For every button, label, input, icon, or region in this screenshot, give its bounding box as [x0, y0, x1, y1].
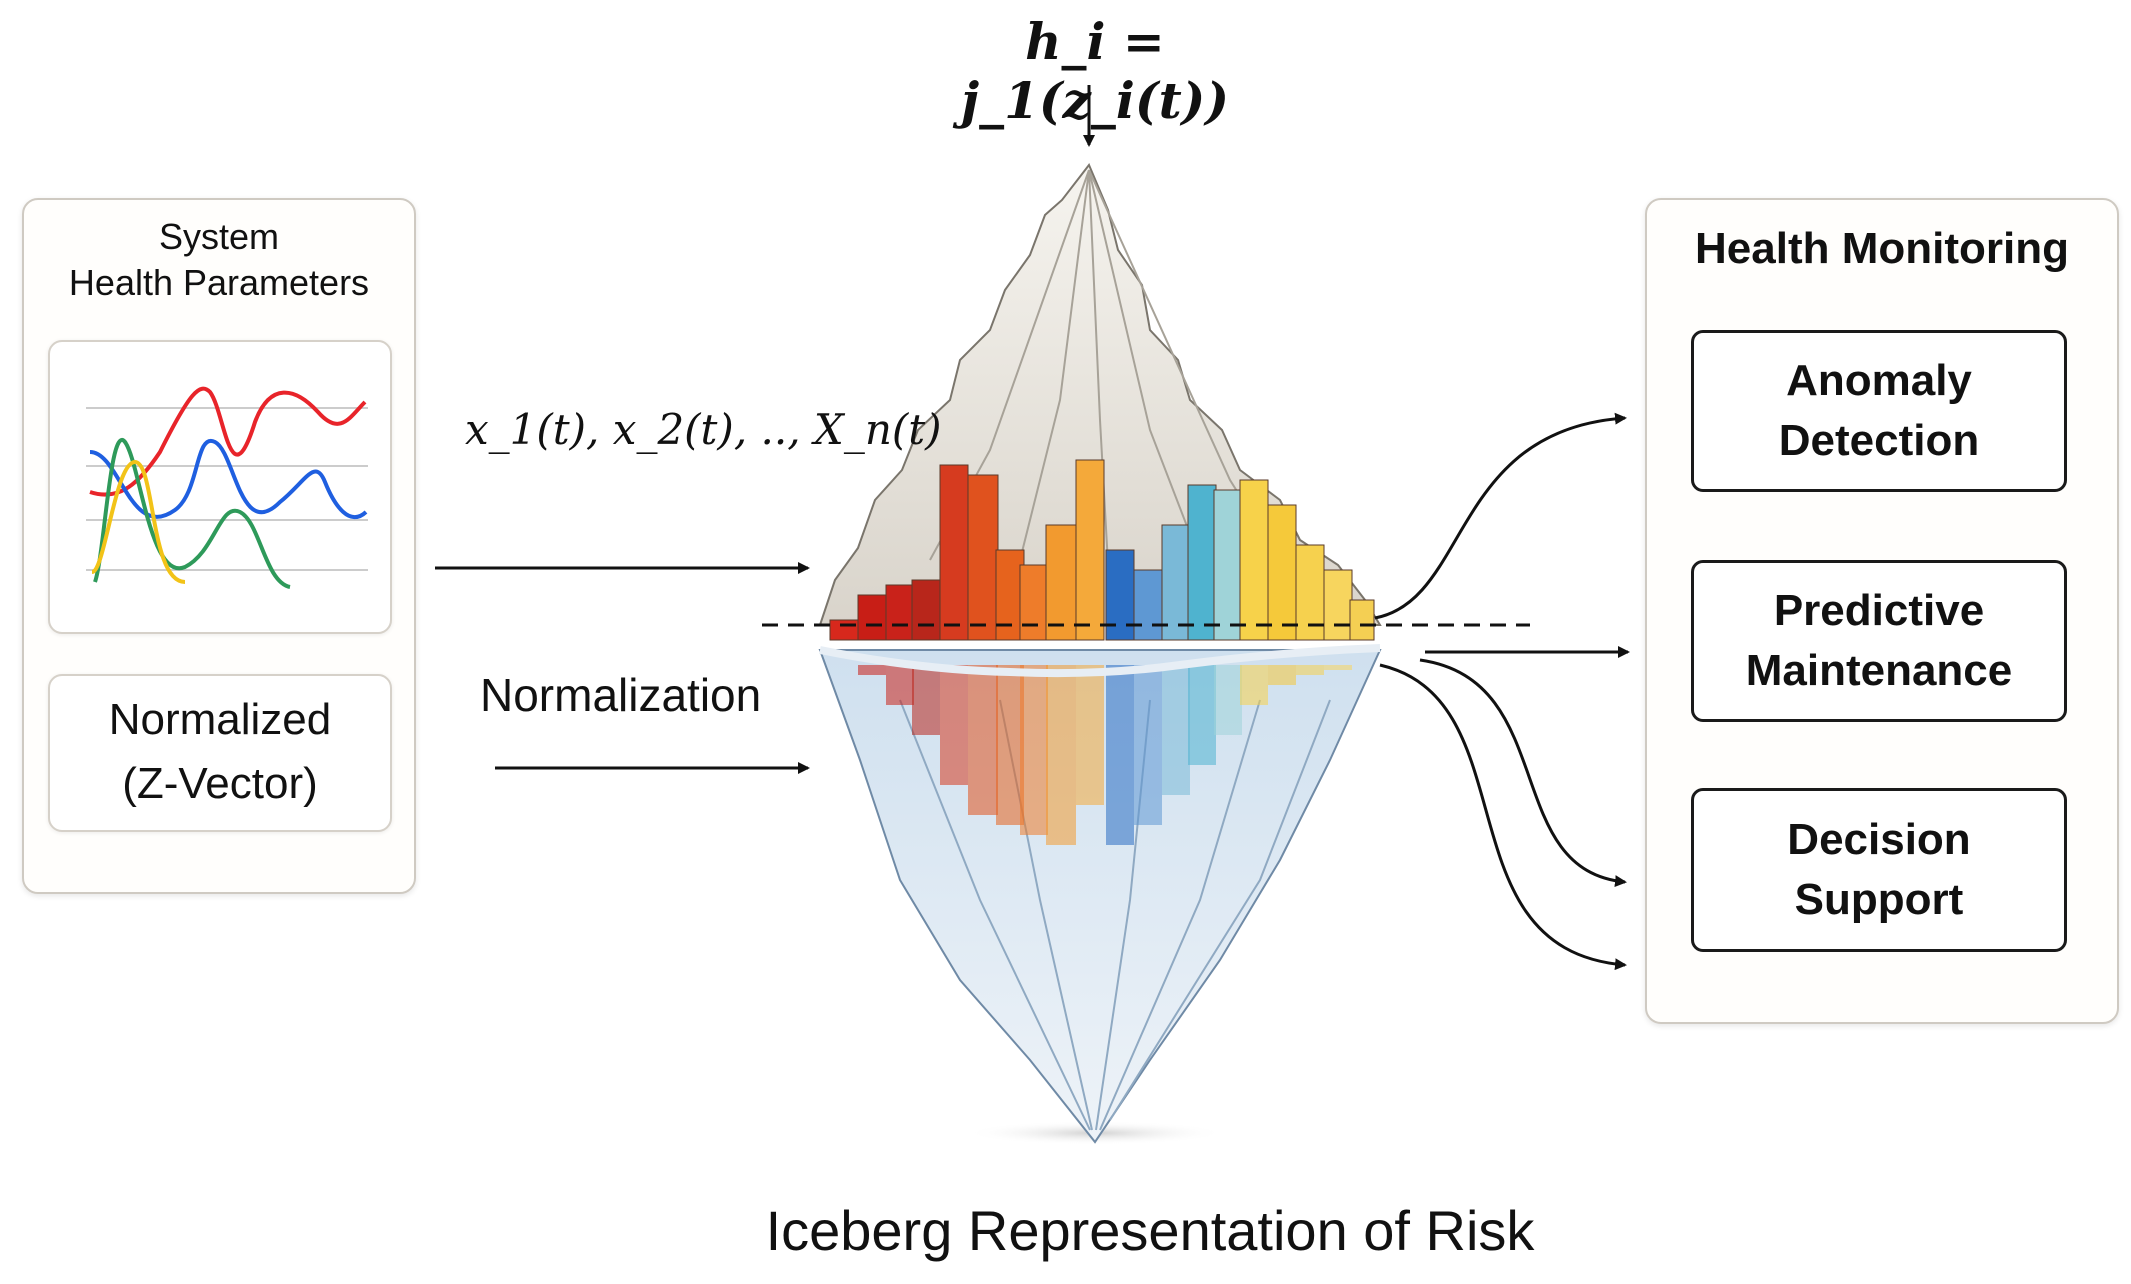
risk-bar-bottom-8: [1020, 665, 1048, 835]
risk-bar-top-3: [885, 584, 915, 641]
water-surface: [819, 644, 1381, 678]
decision-line1: Decision: [1787, 815, 1971, 864]
anomaly-line1: Anomaly: [1786, 356, 1972, 405]
parameter-chart-box: [48, 340, 392, 634]
output-arrow-support: [1379, 663, 1627, 971]
risk-bar-bottom-15: [1214, 665, 1242, 735]
health-monitoring-panel: Health Monitoring Anomaly Detection Pred…: [1645, 198, 2119, 1024]
risk-bar-bottom-4: [912, 665, 940, 735]
panel-title-line2: Health Parameters: [68, 262, 370, 303]
decision-line2: Support: [1794, 875, 1964, 924]
system-health-panel: System Health Parameters Normalized (Z-V…: [22, 198, 416, 894]
risk-bar-top-6: [967, 474, 999, 641]
risk-bars-above: [829, 459, 1375, 641]
risk-bar-top-8: [1019, 564, 1049, 641]
risk-bar-bottom-12: [1134, 665, 1162, 825]
signal-green: [93, 437, 291, 589]
risk-bar-top-5: [939, 464, 969, 641]
risk-bar-bottom-19: [1324, 665, 1352, 670]
risk-bar-bottom-14: [1188, 665, 1216, 765]
anomaly-detection-box: Anomaly Detection: [1691, 330, 2067, 492]
panel-title-line1: System: [158, 216, 280, 257]
risk-bar-top-12: [1133, 569, 1163, 641]
risk-bar-bottom-5: [940, 665, 968, 785]
risk-bar-top-13: [1161, 524, 1191, 641]
normalization-label: Normalization: [480, 669, 762, 721]
risk-bar-top-1: [829, 619, 859, 641]
predictive-line2: Maintenance: [1745, 646, 2013, 695]
risk-bar-bottom-17: [1268, 665, 1296, 685]
health-monitoring-title: Health Monitoring: [1695, 224, 2069, 273]
decision-support-box: Decision Support: [1691, 788, 2067, 952]
output-formula: h_i = j_1(z_i(t)): [961, 12, 1229, 130]
predictive-maintenance-box: Predictive Maintenance: [1691, 560, 2067, 722]
risk-bar-bottom-16: [1240, 665, 1268, 705]
risk-bar-bottom-11: [1106, 665, 1134, 845]
risk-bar-bottom-10: [1076, 665, 1104, 805]
output-arrow-anomaly: [1374, 412, 1627, 620]
risk-bar-top-10: [1075, 459, 1105, 641]
risk-bars-below: [858, 665, 1352, 845]
normalized-line1: Normalized: [108, 695, 332, 744]
risk-bar-bottom-18: [1296, 665, 1324, 675]
anomaly-line2: Detection: [1778, 416, 1980, 465]
risk-bar-top-4: [911, 579, 941, 641]
normalized-vector-box: Normalized (Z-Vector): [48, 674, 392, 832]
normalized-line2: (Z-Vector): [122, 759, 318, 808]
risk-bar-bottom-2: [858, 665, 886, 675]
risk-bar-top-14: [1187, 484, 1217, 641]
signal-red: [89, 386, 367, 497]
risk-bar-top-16: [1239, 479, 1269, 641]
risk-bar-top-2: [857, 594, 887, 641]
input-variables-label: x_1(t), x_2(t), .., X_n(t): [465, 405, 942, 454]
risk-bar-bottom-7: [996, 665, 1024, 825]
risk-bar-bottom-13: [1162, 665, 1190, 795]
risk-bar-bottom-3: [886, 665, 914, 705]
predictive-line1: Predictive: [1773, 586, 1985, 635]
risk-bar-top-19: [1323, 569, 1353, 641]
signal-yellow: [90, 459, 186, 584]
risk-bar-top-15: [1213, 489, 1243, 641]
risk-bar-top-9: [1045, 524, 1077, 641]
risk-bar-top-20: [1349, 599, 1375, 641]
risk-bar-bottom-6: [968, 665, 998, 815]
risk-bar-bottom-9: [1046, 665, 1076, 845]
risk-bar-top-17: [1267, 504, 1297, 641]
figure-caption: Iceberg Representation of Risk: [765, 1199, 1535, 1262]
output-arrow-decision: [1419, 658, 1627, 888]
parameter-signals-plot: [86, 386, 368, 589]
